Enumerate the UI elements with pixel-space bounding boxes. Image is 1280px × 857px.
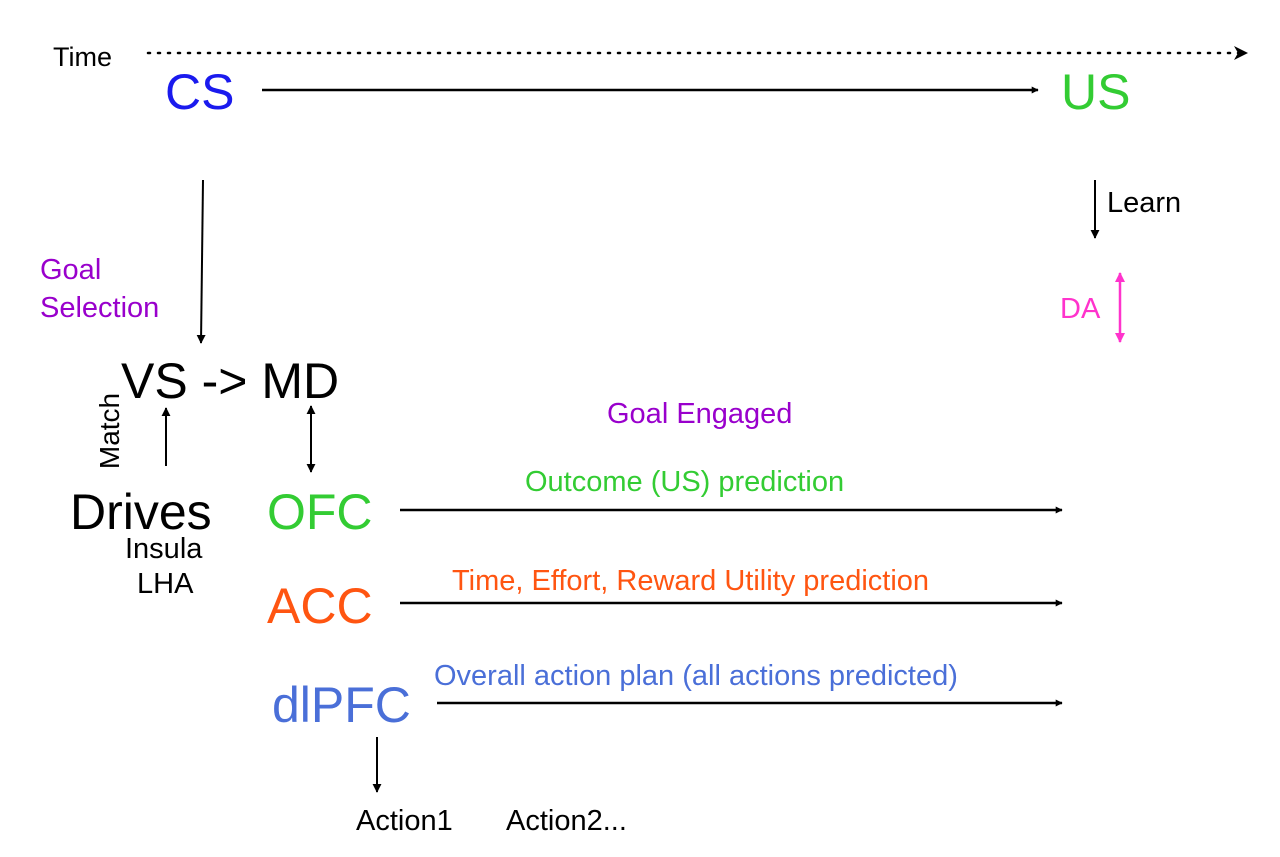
ofc-label: OFC: [267, 484, 373, 540]
da-label: DA: [1060, 293, 1101, 325]
goal-engaged-label: Goal Engaged: [607, 398, 793, 430]
time-label: Time: [53, 42, 112, 72]
action2-label: Action2...: [506, 805, 627, 837]
insula-label: Insula: [125, 533, 203, 565]
time-arrowhead: [1234, 46, 1248, 60]
acc-label: ACC: [267, 578, 373, 634]
lha-label: LHA: [137, 568, 194, 600]
learn-label: Learn: [1107, 187, 1182, 219]
dlpfc-label: dlPFC: [272, 677, 411, 733]
acc-prediction-label: Time, Effort, Reward Utility prediction: [452, 565, 930, 597]
goal-selection-label-line1: Goal: [40, 254, 102, 286]
ofc-prediction-label: Outcome (US) prediction: [525, 466, 845, 498]
action1-label: Action1: [356, 805, 453, 837]
drives-label: Drives: [70, 484, 212, 540]
dlpfc-prediction-label: Overall action plan (all actions predict…: [434, 660, 958, 692]
vs-md-label: VS -> MD: [121, 353, 340, 409]
us-label: US: [1061, 64, 1131, 120]
goal-selection-label-line2: Selection: [40, 292, 160, 324]
match-label: Match: [94, 392, 125, 470]
cs-label: CS: [165, 64, 235, 120]
cs-vs-arrow: [196, 179, 206, 344]
